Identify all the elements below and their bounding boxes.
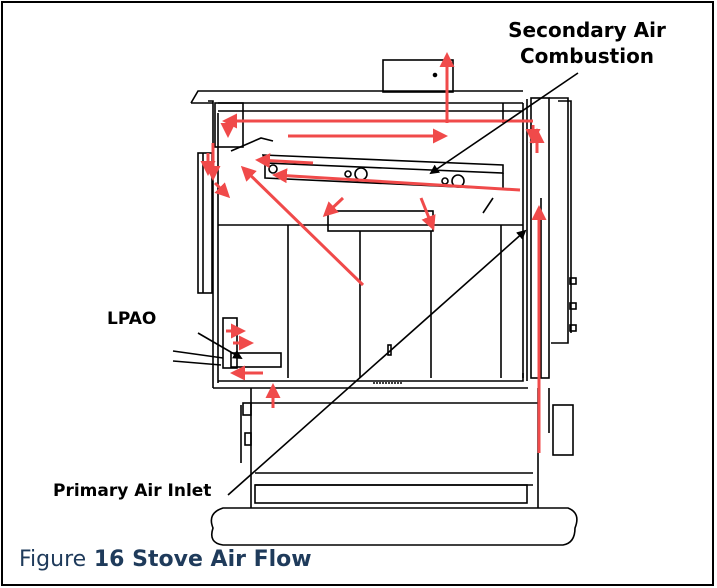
air-flow-arrows (200, 52, 547, 453)
figure-caption: Figure 16 Stove Air Flow (19, 547, 312, 572)
stove-diagram (172, 52, 579, 546)
leader-lines (197, 72, 579, 496)
label-secondary-air-combustion: Secondary Air Combustion (508, 18, 666, 68)
caption-number: 16 (93, 547, 125, 572)
stove-outline (172, 59, 578, 546)
label-lpao: LPAO (107, 309, 157, 329)
caption-prefix: Figure (19, 547, 87, 572)
label-primary-air-inlet: Primary Air Inlet (53, 481, 212, 501)
caption-title: Stove Air Flow (132, 547, 312, 572)
